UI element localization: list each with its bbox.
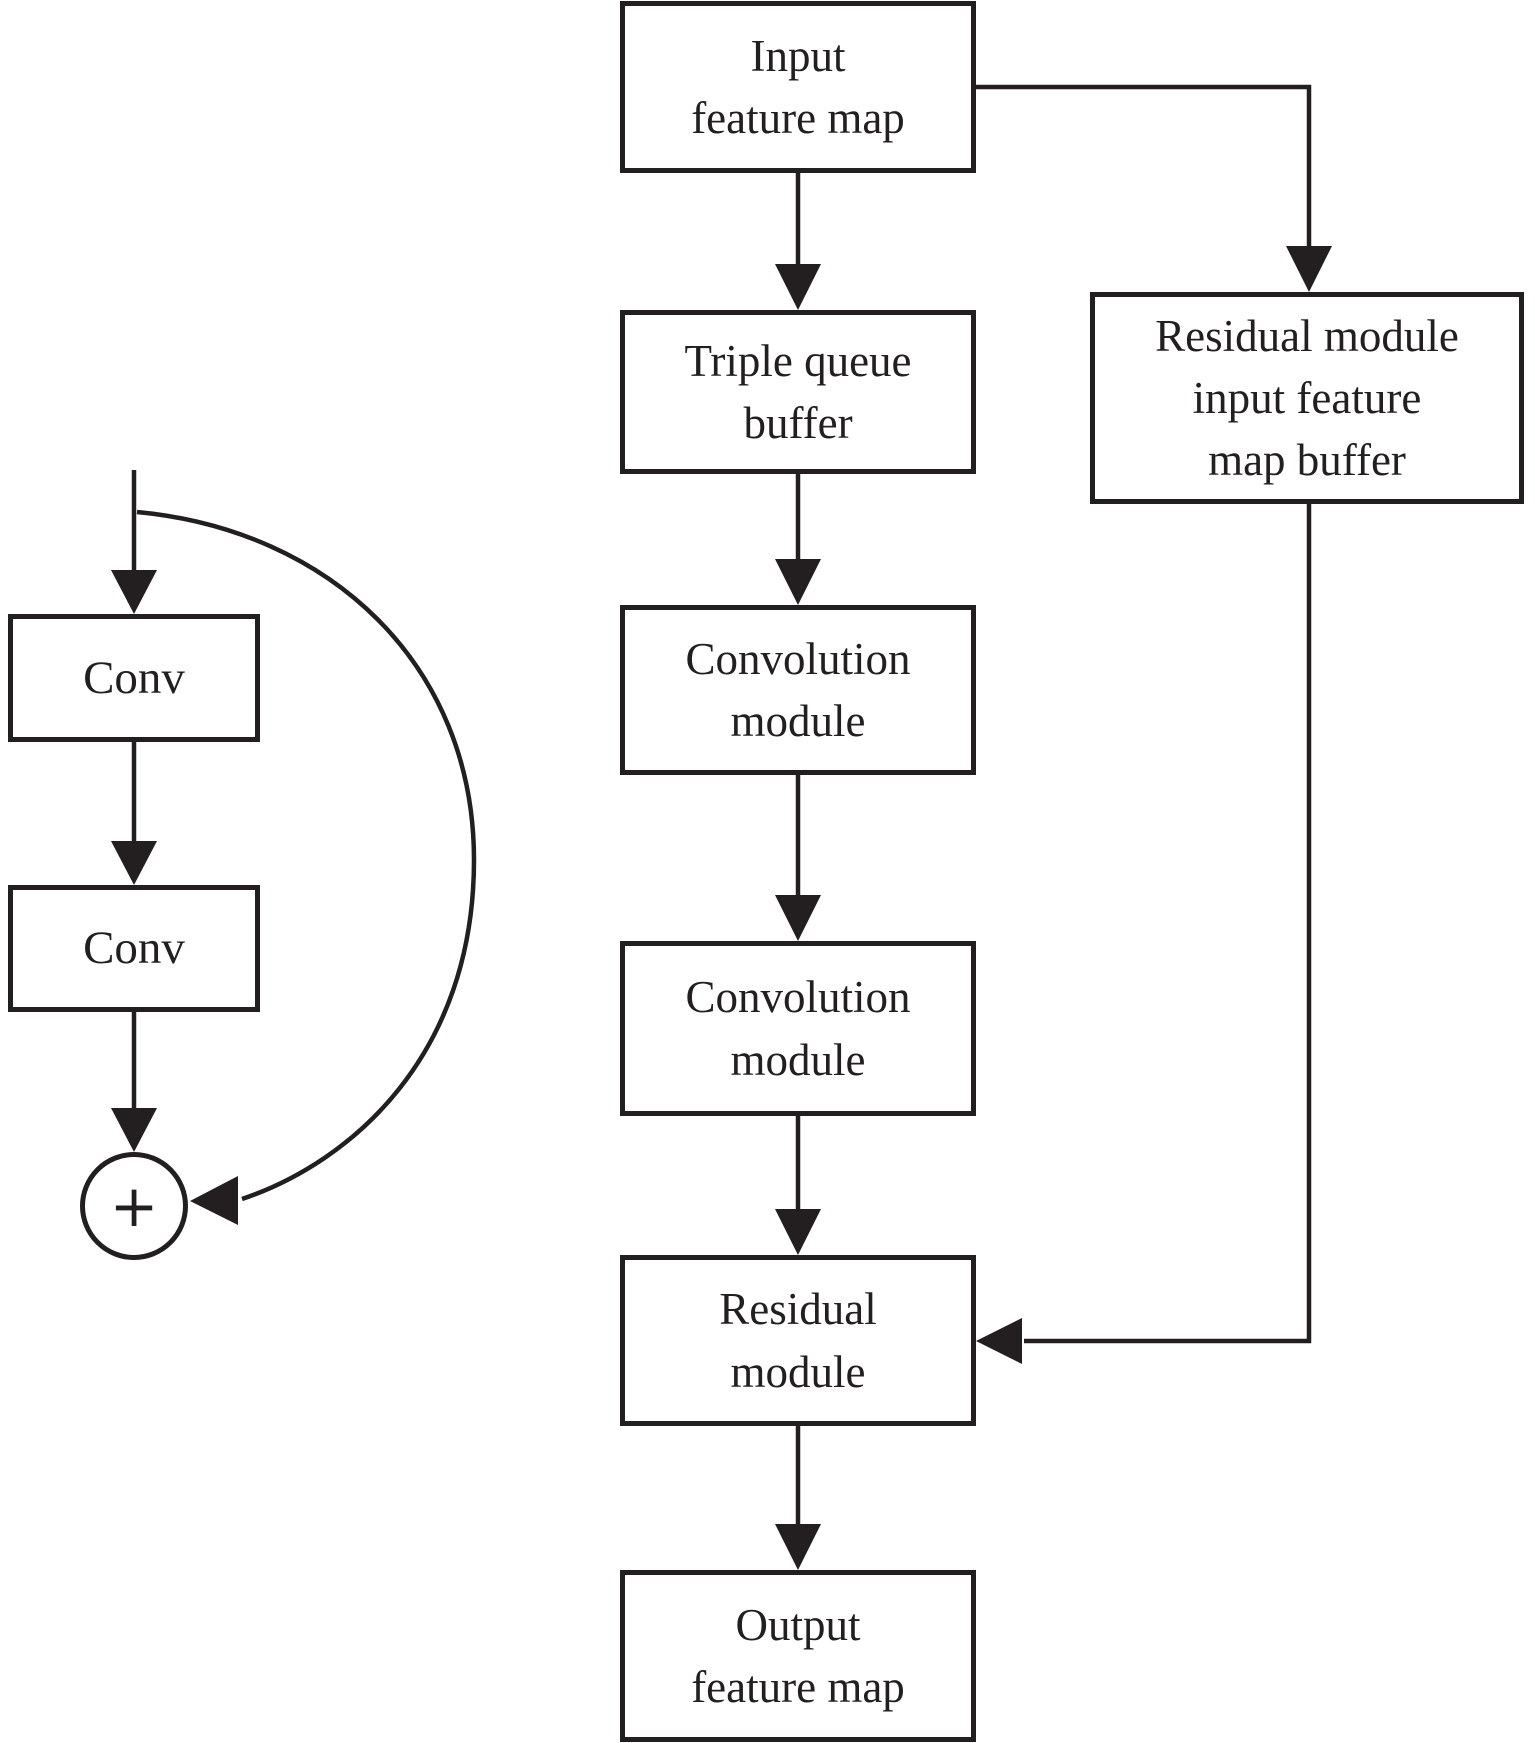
arrow-residual-module-to-output [775, 1426, 821, 1570]
node-label-line: feature map [691, 93, 905, 143]
node-label-line: Input [750, 30, 846, 81]
node-label-line: Residual module [1155, 310, 1459, 361]
node-label-line: Triple queue [684, 335, 912, 386]
inset-conv-box-1: Conv [8, 614, 260, 742]
node-label-line: Output [735, 1599, 861, 1650]
node-residual-module-input-feature-map-buffer: Residual module input feature map buffer [1090, 292, 1524, 504]
node-convolution-module-1: Convolution module [620, 605, 976, 775]
node-label-line: input feature [1192, 372, 1422, 423]
arrow-inset-conv-1-to-conv-2 [111, 742, 157, 885]
node-label-line: Convolution [685, 972, 911, 1023]
arrow-input-to-triple-queue [775, 173, 821, 310]
arrow-inset-input-to-conv-1 [111, 470, 157, 614]
arrow-conv-module-2-to-residual-module [775, 1116, 821, 1255]
node-label-line: feature map [691, 1662, 905, 1712]
node-label-line: module [730, 696, 866, 746]
node-label-line: buffer [743, 398, 853, 448]
plus-icon: + [109, 1172, 159, 1240]
arrow-conv-module-1-to-conv-module-2 [775, 775, 821, 941]
node-label-line: module [730, 1034, 866, 1085]
node-convolution-module-2: Convolution module [620, 941, 976, 1116]
inset-conv-box-2: Conv [8, 885, 260, 1012]
node-residual-module: Residual module [620, 1255, 976, 1426]
node-input-feature-map: Input feature map [620, 1, 976, 173]
arrow-residual-buffer-to-residual-module [976, 504, 1312, 1364]
inset-sum-circle: + [80, 1152, 188, 1260]
node-label-line: Convolution [685, 633, 911, 684]
node-output-feature-map: Output feature map [620, 1570, 976, 1742]
arrow-inset-skip-connection [136, 509, 477, 1225]
inset-conv-1-label: Conv [83, 651, 185, 704]
arrow-inset-conv-2-to-sum [111, 1012, 157, 1152]
node-triple-queue-buffer: Triple queue buffer [620, 310, 976, 474]
arrow-input-to-residual-buffer [975, 84, 1332, 292]
inset-conv-2-label: Conv [83, 922, 185, 975]
arrow-triple-queue-to-conv-module-1 [775, 474, 821, 605]
node-label-line: map buffer [1208, 435, 1406, 486]
node-label-line: module [730, 1346, 866, 1397]
node-label-line: Residual [719, 1284, 877, 1335]
